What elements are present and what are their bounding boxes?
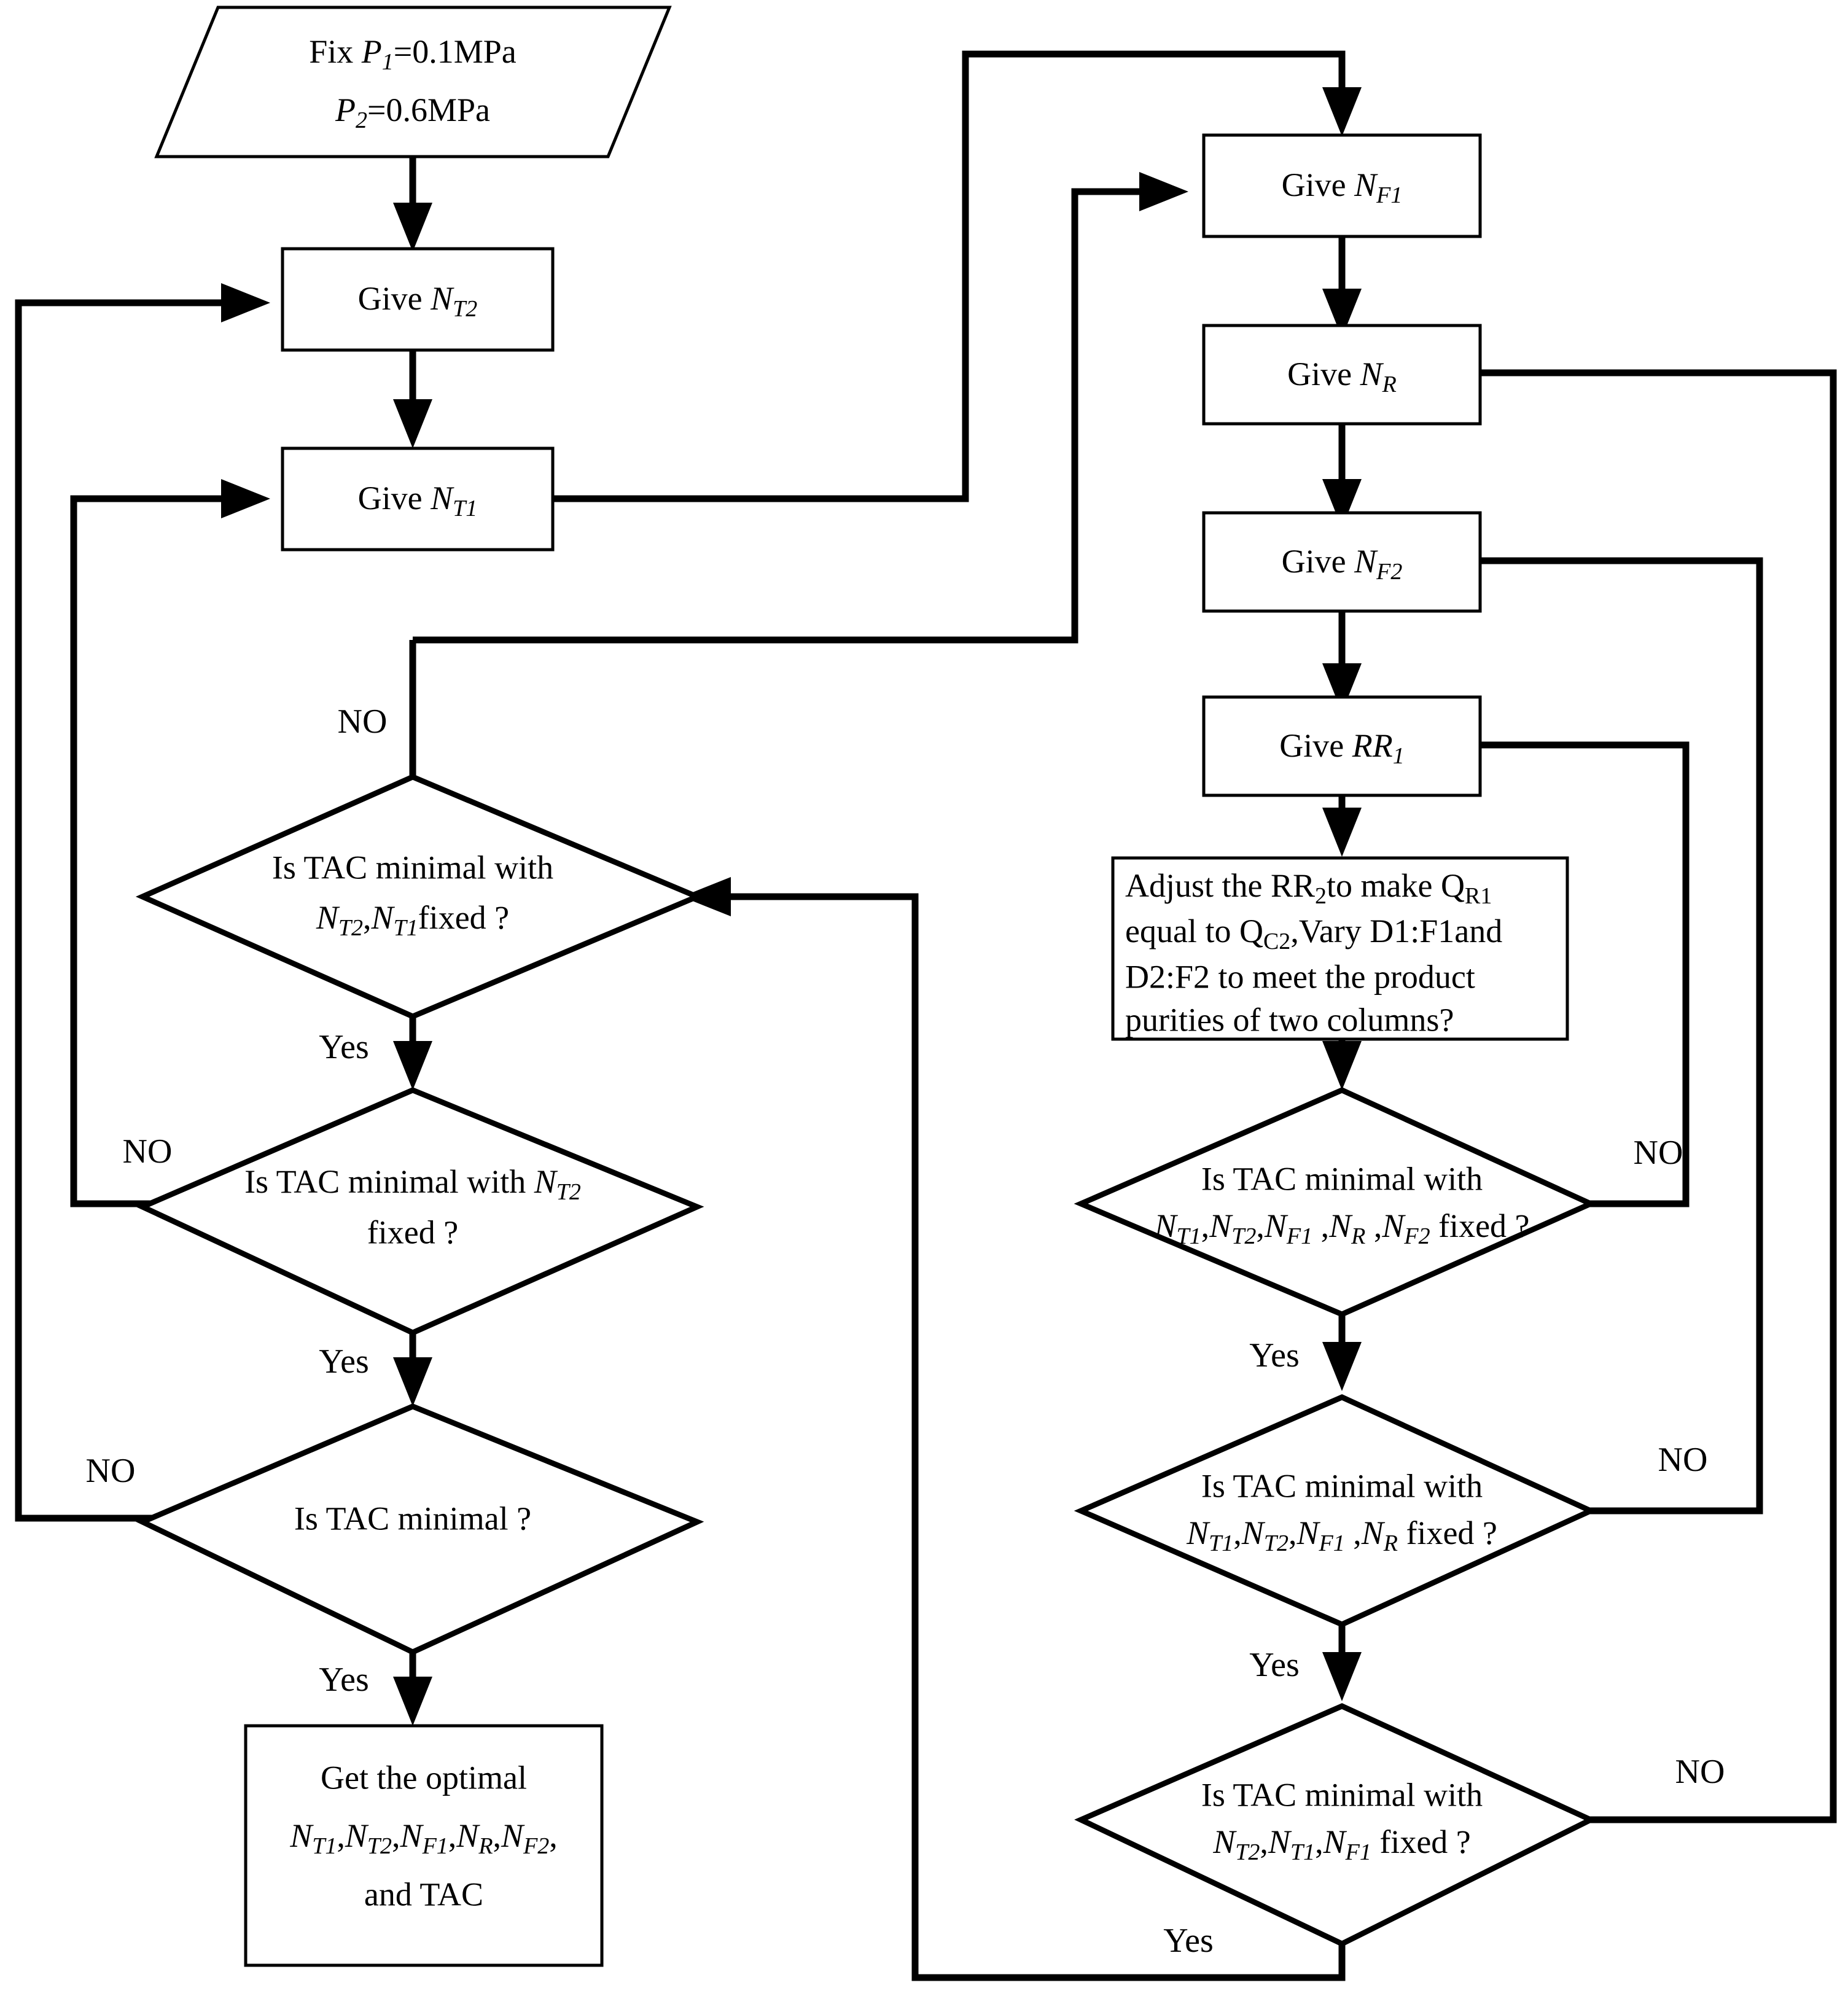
- give-nf1-label: Give NF1: [1282, 166, 1403, 208]
- decision-left-3-label: Is TAC minimal ?: [294, 1500, 531, 1537]
- fix-pressures-line2: P2=0.6MPa: [335, 92, 490, 133]
- edge-nf1-to-nr: [1322, 236, 1362, 338]
- node-give-nr[interactable]: Give NR: [1202, 324, 1482, 426]
- edge-nr-to-nf2: [1322, 424, 1362, 528]
- node-decision-left-1[interactable]: Is TAC minimal with NT2,NT1fixed ?: [135, 774, 704, 1019]
- edge-dright1-yes: [1322, 1314, 1362, 1391]
- edge-dleft3-yes: [393, 1652, 432, 1726]
- node-get-optimal[interactable]: Get the optimal NT1,NT2,NF1,NR,NF2, and …: [244, 1724, 604, 1967]
- decision-left-2-line2: fixed ?: [367, 1214, 458, 1250]
- edge-nt1-to-nf1: [553, 50, 1362, 502]
- adjust-rr2-line1: Adjust the RR2to make QR1: [1125, 867, 1492, 908]
- node-fix-pressures[interactable]: Fix P1=0.1MPa P2=0.6MPa: [154, 6, 672, 158]
- edge-label-yes-right-1: Yes: [1249, 1336, 1299, 1374]
- node-give-rr1[interactable]: Give RR1: [1202, 695, 1482, 797]
- give-rr1-label: Give RR1: [1279, 727, 1404, 768]
- edge-dleft3-no: [15, 283, 270, 1522]
- give-nr-label: Give NR: [1287, 356, 1397, 397]
- node-give-nt1[interactable]: Give NT1: [281, 446, 555, 552]
- edge-label-no-right-1: NO: [1634, 1134, 1683, 1172]
- decision-right-2-line2: NT1,NT2,NF1 ,NR fixed ?: [1186, 1515, 1497, 1556]
- edge-label-no-left-2: NO: [123, 1132, 173, 1171]
- edge-label-no-right-2: NO: [1658, 1441, 1708, 1479]
- edge-label-no-top-left: NO: [338, 703, 388, 741]
- edge-label-yes-right-3: Yes: [1163, 1922, 1213, 1960]
- edge-nt2-to-nt1: [393, 350, 432, 448]
- edge-adjust-to-dright1: [1322, 1038, 1362, 1090]
- edge-label-yes-left-2: Yes: [319, 1343, 368, 1381]
- decision-right-1-line2: NT1,NT2,NF1 ,NR ,NF2 fixed ?: [1153, 1207, 1529, 1249]
- decision-right-3-line2: NT2,NT1,NF1 fixed ?: [1212, 1823, 1471, 1865]
- edge-nf2-to-rr1: [1322, 608, 1362, 712]
- edge-label-yes-right-2: Yes: [1249, 1646, 1299, 1684]
- node-decision-left-2[interactable]: Is TAC minimal with NT2 fixed ?: [136, 1087, 704, 1336]
- get-optimal-line1: Get the optimal: [321, 1759, 527, 1796]
- edge-dleft2-no: [70, 479, 270, 1207]
- adjust-rr2-line3: D2:F2 to meet the product: [1125, 958, 1475, 995]
- node-give-nt2[interactable]: Give NT2: [281, 247, 555, 352]
- edge-label-no-left-3: NO: [86, 1452, 136, 1490]
- decision-right-1-line1: Is TAC minimal with: [1201, 1160, 1483, 1197]
- decision-left-2-line1: Is TAC minimal with NT2: [244, 1163, 581, 1204]
- node-decision-right-1[interactable]: Is TAC minimal with NT1,NT2,NF1 ,NR ,NF2…: [1074, 1087, 1597, 1317]
- node-adjust-rr2[interactable]: Adjust the RR2to make QR1 equal to QC2,V…: [1111, 856, 1569, 1041]
- node-decision-right-2[interactable]: Is TAC minimal with NT1,NT2,NF1 ,NR fixe…: [1074, 1394, 1597, 1628]
- give-nt2-label: Give NT2: [358, 280, 478, 321]
- node-give-nf1[interactable]: Give NF1: [1202, 133, 1482, 238]
- get-optimal-line2: NT1,NT2,NF1,NR,NF2,: [289, 1817, 558, 1858]
- decision-right-3-line1: Is TAC minimal with: [1201, 1776, 1483, 1813]
- adjust-rr2-line2: equal to QC2,Vary D1:F1and: [1125, 913, 1502, 954]
- edge-label-no-right-3: NO: [1675, 1753, 1725, 1791]
- edge-dleft2-yes: [393, 1333, 432, 1406]
- edge-fix-to-nt2: [393, 157, 432, 252]
- get-optimal-line3: and TAC: [364, 1876, 483, 1912]
- edge-label-yes-left-1: Yes: [319, 1028, 368, 1066]
- node-decision-left-3[interactable]: Is TAC minimal ?: [136, 1403, 704, 1655]
- edge-branch-to-dleft1: [413, 172, 1188, 644]
- node-decision-right-3[interactable]: Is TAC minimal with NT2,NT1,NF1 fixed ?: [1074, 1703, 1597, 1947]
- decision-left-1-line1: Is TAC minimal with: [272, 849, 553, 886]
- edge-dright3-yes: [682, 877, 1346, 1981]
- decision-right-2-line1: Is TAC minimal with: [1201, 1467, 1483, 1504]
- edge-rr1-to-adjust: [1322, 792, 1362, 857]
- give-nt1-label: Give NT1: [358, 480, 478, 521]
- edge-dleft1-yes: [393, 1016, 432, 1090]
- node-give-nf2[interactable]: Give NF2: [1202, 511, 1482, 613]
- edge-dright2-yes: [1322, 1624, 1362, 1701]
- adjust-rr2-line4: purities of two columns?: [1125, 1001, 1454, 1038]
- fix-pressures-line1: Fix P1=0.1MPa: [309, 33, 517, 74]
- decision-left-1-line2: NT2,NT1fixed ?: [316, 899, 509, 940]
- give-nf2-label: Give NF2: [1282, 543, 1403, 584]
- edge-label-yes-left-3: Yes: [319, 1661, 368, 1699]
